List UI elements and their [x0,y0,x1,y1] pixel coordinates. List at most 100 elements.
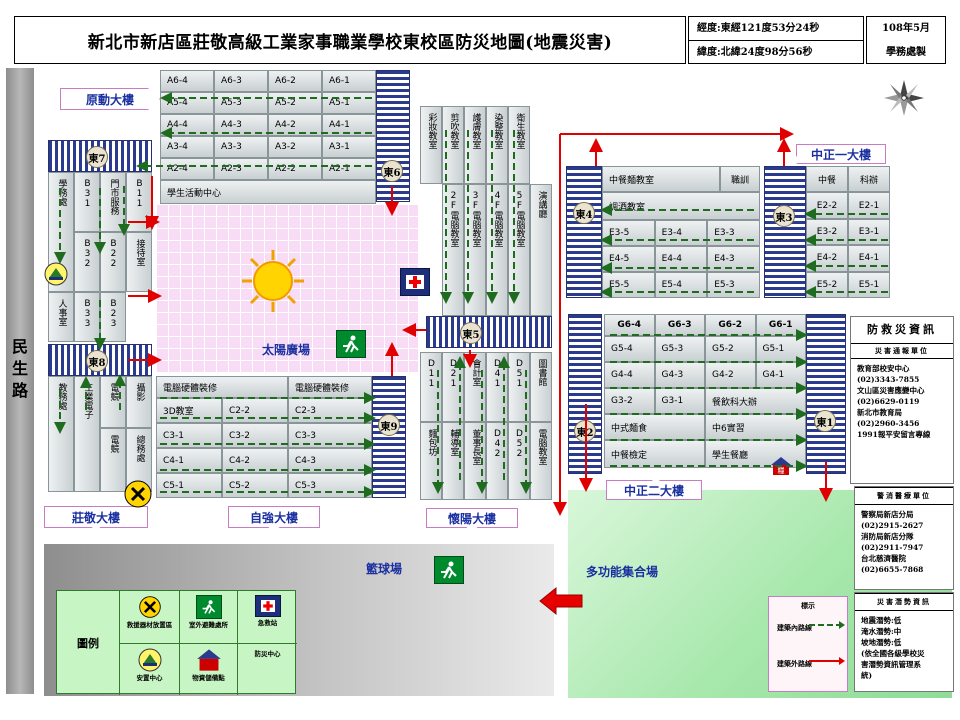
stair-tag-east1: 東1 [814,410,836,432]
stairs-east9 [372,376,406,498]
room: C5-3 [288,473,372,498]
label-zhongzheng1: 中正一大樓 [796,144,886,164]
room: A3-1 [322,136,376,158]
legend-item-aid: 急救站 [237,591,297,643]
room: D11 [420,352,442,422]
room: 中餐檢定 [604,440,705,468]
stair-tag-east7: 東7 [86,146,108,168]
info-line: (02)3343-7855 [857,375,920,384]
room: E3-3 [707,220,760,246]
route-legend-title: 標示 [801,601,815,610]
info-line: 台北慈濟醫院 [861,554,906,563]
first-aid-icon [254,595,281,617]
hazard-subtitle: 災害潛勢資訊 [855,593,953,611]
info-line: (02)2911-7947 [861,543,924,552]
building-huaiyang-upper: 彩妝教室剪吹教室護膚教室染整教室衛生教室衛生教室2F電腦教室3F電腦教室4F電腦… [420,106,552,316]
room: A4-3 [214,114,268,136]
red-line-sample [809,657,845,665]
police-subtitle: 警消醫療單位 [855,487,953,505]
legend-label: 圖例 [77,637,99,650]
room: A6-1 [322,70,376,92]
info-line: (02)6629-0119 [857,397,920,406]
room: D51 [508,352,530,422]
room: 2F電腦教室 [442,184,464,316]
room: A4-2 [268,114,322,136]
info-panel-hazard: 災害潛勢資訊 地震潛勢:低淹水潛勢:中坡地潛勢:低(依全國各級學校災害潛勢資訊管… [854,592,954,692]
room: A6-2 [268,70,322,92]
info-line: 統) [861,671,873,680]
road-label: 民生路 [11,337,28,400]
room: C5-1 [156,473,222,498]
info-line: (02)2960-3456 [857,419,920,428]
room: 科辦 [848,166,890,193]
room: 中餐麵教室 [602,166,720,192]
room: 門市服務 [100,172,126,232]
room: 電競 [100,428,126,492]
room: D41 [486,352,508,422]
date-box: 108年5月 學務處製 [866,16,946,64]
legend-item-rescue: 救援器材放置區 [119,591,179,643]
label-yuandong: 原動大樓 [60,88,160,110]
room: 3F電腦教室 [464,184,486,316]
stairs-east1 [806,314,846,474]
supply-storage-icon: 糧 [770,456,792,476]
stair-tag-east4: 東4 [573,202,595,224]
coordinates: 經度:東經121度53分24秒 緯度:北緯24度98分56秒 [688,16,864,64]
room: 餐飲科大辦 [705,388,806,414]
map-title: 新北市新店區莊敬高級工業家事職業學校東校區防災地圖(地震災害) [14,16,686,64]
room: E4-1 [848,245,890,272]
room: 接待室 [126,232,152,292]
room: 圖書館 [530,352,552,422]
field-label: 多功能集合場 [586,565,659,579]
stair-tag-east5: 東5 [460,322,482,344]
exit-sign-icon [195,595,222,619]
stairs-east5 [426,316,552,348]
room: 剪吹教室 [442,106,464,184]
label-ziqiang: 自強大樓 [228,506,320,528]
date: 108年5月 [882,23,930,34]
longitude: 經度:東經121度53分24秒 [689,17,863,41]
room: E3-4 [654,220,708,246]
sun-icon [242,250,304,312]
room: 人事室 [48,292,74,342]
room: A2-3 [214,158,268,180]
info-line: 坡地潛勢:低 [861,638,902,647]
info-line: 害潛勢資訊管理系 [861,660,921,669]
legend-item-center: 防災中心 [237,643,297,695]
exit-sign-icon [434,556,464,584]
room: 彩妝教室 [420,106,442,184]
room: D52 [508,422,530,500]
room: 麵包坊 [420,422,442,500]
info-line: 文山區災害應變中心 [857,386,925,395]
info-line: (02)2915-2627 [861,521,924,530]
room: B23 [100,292,126,342]
room: 護膚教室 [464,106,486,184]
room: 職訓 [720,166,760,192]
room: G4-2 [705,362,756,388]
info-line: 警察局新店分局 [861,510,914,519]
room: E5-3 [707,272,760,298]
room: 4F電腦教室 [486,184,508,316]
room: A4-1 [322,114,376,136]
room: 攝影 [126,376,152,428]
info-line: 新北市教育局 [857,408,902,417]
room: E4-2 [806,245,848,272]
room: A2-2 [268,158,322,180]
room: G5-2 [705,336,756,362]
stair-tag-east9: 東9 [378,414,400,436]
legend-item-outdoor: 室外避難處所 [179,591,237,643]
svg-text:糧: 糧 [778,466,785,475]
rescue-equipment-icon [138,596,161,618]
room: A6-3 [214,70,268,92]
room: C5-2 [222,473,288,498]
room: 輔導室 [442,422,464,500]
info-line: 1991報平安留言專線 [857,430,931,439]
sun-plaza [156,204,418,372]
stair-tag-east3: 東3 [773,205,795,227]
room: G4-4 [604,362,655,388]
court-label: 籃球場 [366,562,403,576]
latitude: 緯度:北緯24度98分56秒 [697,47,813,58]
info-line: (依全國各級學校災 [861,649,925,658]
